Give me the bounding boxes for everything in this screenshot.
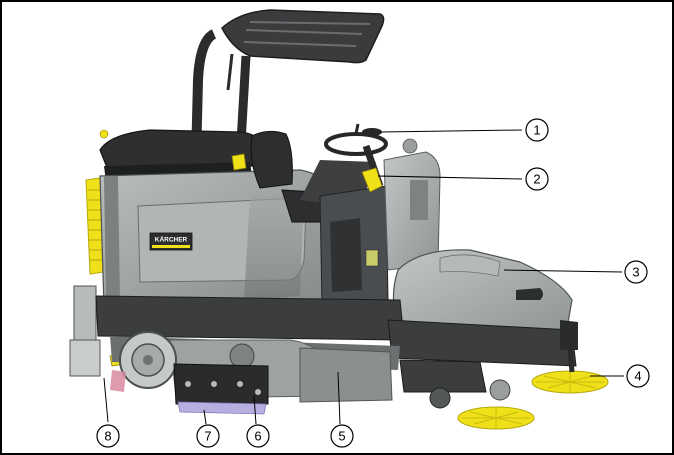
callout-circle-1 bbox=[525, 118, 549, 142]
callout-circle-6 bbox=[246, 424, 270, 448]
callout-label-6: 6 bbox=[254, 429, 261, 444]
brand-badge: KÄRCHER bbox=[149, 232, 193, 251]
callout-label-2: 2 bbox=[533, 172, 540, 187]
callout-leaders bbox=[103, 129, 624, 425]
callout-circle-7 bbox=[196, 424, 220, 448]
callout-circle-8 bbox=[96, 424, 120, 448]
main-body bbox=[99, 169, 331, 307]
callout-label-4: 4 bbox=[634, 369, 641, 384]
rear-post bbox=[69, 285, 101, 377]
callout-label-1: 1 bbox=[533, 123, 540, 138]
callout-label-8: 8 bbox=[104, 429, 111, 444]
front-brush-assembly bbox=[399, 359, 511, 409]
callout-label-5: 5 bbox=[338, 429, 345, 444]
callout-label-3: 3 bbox=[632, 265, 639, 280]
callout-circle-2 bbox=[525, 167, 549, 191]
squeegee-strip bbox=[177, 401, 267, 415]
callouts: 1 2 3 4 5 6 7 8 bbox=[96, 118, 650, 448]
operator-compartment bbox=[319, 185, 389, 305]
side-brush-front bbox=[457, 406, 535, 430]
rear-trim bbox=[110, 370, 126, 392]
brand-badge-text: KÄRCHER bbox=[155, 236, 188, 244]
side-flap bbox=[173, 363, 269, 405]
dashboard-tower bbox=[383, 138, 441, 271]
side-brush-right bbox=[531, 347, 609, 394]
callout-circle-5 bbox=[330, 424, 354, 448]
callout-circle-3 bbox=[624, 260, 648, 284]
callout-circle-4 bbox=[626, 364, 650, 388]
chassis bbox=[95, 295, 578, 370]
callout-label-7: 7 bbox=[204, 429, 211, 444]
rear-wheel bbox=[119, 331, 177, 389]
